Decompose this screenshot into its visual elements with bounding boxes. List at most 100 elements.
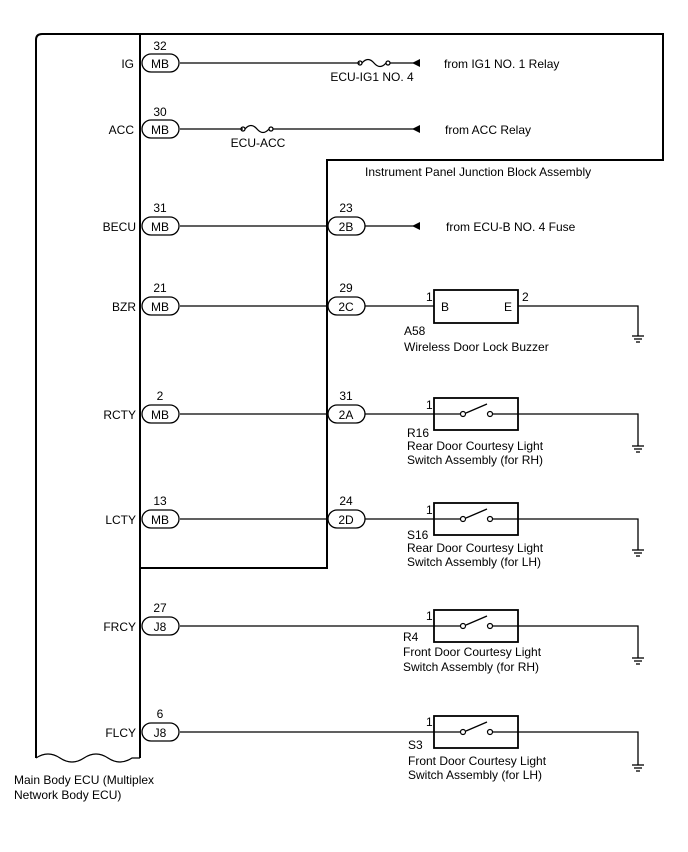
connector-becu: MB — [151, 220, 169, 234]
buzzer-pin-1: 1 — [426, 290, 433, 304]
wire-bzr-ground — [518, 305, 639, 336]
junction-block-label: Instrument Panel Junction Block Assembly — [365, 165, 591, 179]
switch-s16-line2: Switch Assembly (for LH) — [407, 555, 541, 569]
ground-icon — [632, 445, 644, 453]
switch-s3-line2: Switch Assembly (for LH) — [408, 768, 542, 782]
connector-pill-becu — [141, 216, 180, 236]
jb-connector-lcty: 2D — [338, 513, 354, 527]
jb-pin-lcty: 24 — [339, 494, 353, 508]
switch-s3-code: S3 — [408, 738, 423, 752]
fuse-ecu-ig1-icon — [357, 58, 391, 68]
switch-s16: 1 S16 Rear Door Courtesy Light Switch As… — [407, 502, 544, 569]
switch-r4: 1 R4 Front Door Courtesy Light Switch As… — [403, 609, 542, 674]
ground-icon — [632, 764, 644, 772]
jb-pin-becu: 23 — [339, 201, 353, 215]
switch-icon — [434, 403, 518, 418]
signal-name-bzr: BZR — [112, 300, 136, 314]
fuse-ig1-label: ECU-IG1 NO. 4 — [330, 70, 414, 84]
switch-r4-line2: Switch Assembly (for RH) — [403, 660, 539, 674]
jb-connector-rcty: 2A — [339, 408, 354, 422]
ground-icon — [632, 657, 644, 665]
signal-name-frcy: FRCY — [103, 620, 136, 634]
fuse-acc-label: ECU-ACC — [231, 136, 286, 150]
connector-pill-ig — [141, 53, 180, 73]
wire-frcy-ground — [518, 625, 639, 658]
switch-s16-pin: 1 — [426, 503, 433, 517]
switch-r16-line1: Rear Door Courtesy Light — [407, 439, 544, 453]
becu-source-label: from ECU-B NO. 4 Fuse — [446, 220, 576, 234]
connector-frcy: J8 — [154, 620, 167, 634]
jb-connector-pill-becu — [327, 216, 366, 236]
pin-ig: 32 — [153, 39, 167, 53]
jb-connector-pill-bzr — [327, 296, 366, 316]
buzzer-code: A58 — [404, 324, 426, 338]
switch-r16-code: R16 — [407, 426, 429, 440]
switch-s3-line1: Front Door Courtesy Light — [408, 754, 547, 768]
connector-ig: MB — [151, 57, 169, 71]
signal-name-lcty: LCTY — [105, 513, 136, 527]
switch-r16-pin: 1 — [426, 398, 433, 412]
connector-flcy: J8 — [154, 726, 167, 740]
ecu-label-line2: Network Body ECU) — [14, 788, 121, 802]
connector-pill-acc — [141, 119, 180, 139]
connector-pill-bzr — [141, 296, 180, 316]
jb-connector-pill-lcty — [327, 509, 366, 529]
ecu-label-line1: Main Body ECU (Multiplex — [14, 773, 154, 787]
ground-icon — [632, 549, 644, 557]
switch-r4-line1: Front Door Courtesy Light — [403, 645, 542, 659]
ecu-break-line — [35, 753, 140, 763]
arrow-acc-icon — [412, 125, 420, 133]
switch-icon — [434, 721, 518, 736]
pin-becu: 31 — [153, 201, 167, 215]
pin-rcty: 2 — [157, 389, 164, 403]
signal-name-becu: BECU — [103, 220, 136, 234]
switch-s16-code: S16 — [407, 528, 429, 542]
connector-rcty: MB — [151, 408, 169, 422]
signal-name-rcty: RCTY — [103, 408, 136, 422]
ecu-outline — [35, 33, 141, 758]
pin-bzr: 21 — [153, 281, 167, 295]
switch-s3-pin: 1 — [426, 715, 433, 729]
junction-block-outline — [140, 33, 664, 569]
pin-lcty: 13 — [153, 494, 167, 508]
pin-flcy: 6 — [157, 707, 164, 721]
buzzer-a58: B E 1 2 A58 Wireless Door Lock Buzzer — [404, 289, 549, 354]
jb-pin-bzr: 29 — [339, 281, 353, 295]
connector-pill-flcy — [141, 722, 180, 742]
wire-rcty-ground — [518, 413, 639, 446]
switch-r16: 1 R16 Rear Door Courtesy Light Switch As… — [407, 397, 544, 467]
connector-pill-lcty — [141, 509, 180, 529]
connector-bzr: MB — [151, 300, 169, 314]
ig-source-label: from IG1 NO. 1 Relay — [444, 57, 559, 71]
wire-flcy-ground — [518, 731, 639, 765]
arrow-ig-icon — [412, 59, 420, 67]
pin-acc: 30 — [153, 105, 167, 119]
connector-acc: MB — [151, 123, 169, 137]
switch-r4-pin: 1 — [426, 609, 433, 623]
fuse-ecu-acc-icon — [240, 124, 274, 134]
wire-lcty-ground — [518, 518, 639, 550]
arrow-becu-icon — [412, 222, 420, 230]
buzzer-name: Wireless Door Lock Buzzer — [404, 340, 549, 354]
signal-name-ig: IG — [121, 57, 134, 71]
connector-pill-rcty — [141, 404, 180, 424]
switch-s3: 1 S3 Front Door Courtesy Light Switch As… — [408, 715, 547, 782]
buzzer-term-b: B — [441, 300, 449, 314]
connector-lcty: MB — [151, 513, 169, 527]
ground-icon — [632, 335, 644, 343]
jb-connector-bzr: 2C — [338, 300, 354, 314]
switch-r4-code: R4 — [403, 630, 419, 644]
jb-pin-rcty: 31 — [339, 389, 353, 403]
acc-source-label: from ACC Relay — [445, 123, 531, 137]
signal-name-flcy: FLCY — [105, 726, 136, 740]
signal-name-acc: ACC — [109, 123, 135, 137]
switch-icon — [434, 508, 518, 523]
buzzer-term-e: E — [504, 300, 512, 314]
connector-pill-frcy — [141, 616, 180, 636]
switch-icon — [434, 615, 518, 630]
switch-r16-line2: Switch Assembly (for RH) — [407, 453, 543, 467]
switch-s16-line1: Rear Door Courtesy Light — [407, 541, 544, 555]
buzzer-pin-2: 2 — [522, 290, 529, 304]
jb-connector-becu: 2B — [339, 220, 354, 234]
